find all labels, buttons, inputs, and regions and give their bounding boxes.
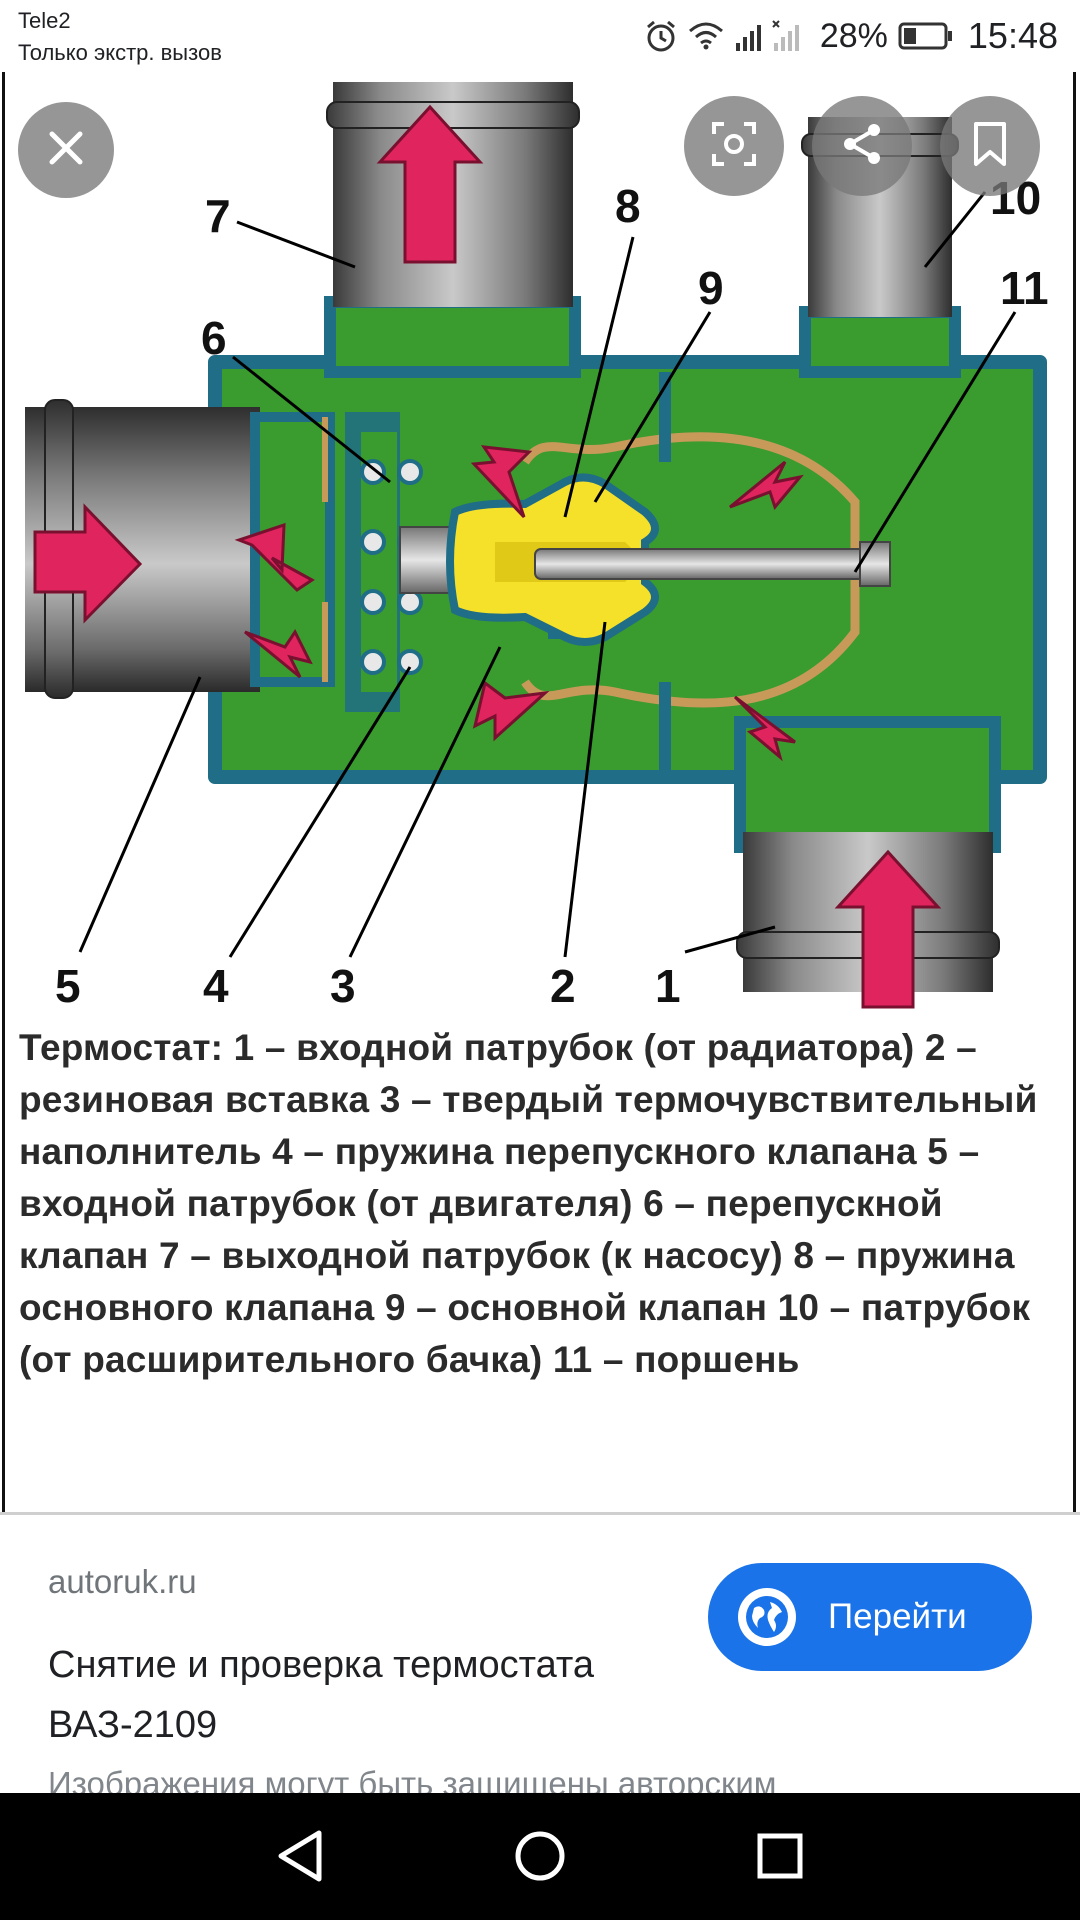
recents-square-icon bbox=[755, 1831, 805, 1886]
carrier-name: Tele2 bbox=[18, 8, 71, 33]
lens-button[interactable] bbox=[684, 96, 784, 196]
label-4: 4 bbox=[203, 960, 229, 1012]
result-title[interactable]: Снятие и проверка термостата ВАЗ-2109 bbox=[48, 1644, 595, 1746]
battery-icon bbox=[898, 21, 954, 51]
home-button[interactable] bbox=[505, 1823, 575, 1893]
thermostat-figure: 7 6 8 9 10 11 5 4 3 2 1 Термостат: 1 – в… bbox=[2, 72, 1076, 1512]
bookmark-button[interactable] bbox=[940, 96, 1040, 196]
recents-button[interactable] bbox=[745, 1823, 815, 1893]
system-nav-bar bbox=[0, 1793, 1080, 1920]
label-3: 3 bbox=[330, 960, 356, 1012]
image-caption: Термостат: 1 – входной патрубок (от ради… bbox=[19, 1027, 1038, 1380]
housing-right-neck bbox=[799, 306, 961, 378]
label-5: 5 bbox=[55, 960, 81, 1012]
label-1: 1 bbox=[655, 960, 681, 1012]
flow-arrows bbox=[33, 104, 942, 1009]
network-status: Только экстр. вызов bbox=[18, 40, 222, 65]
piston-11 bbox=[534, 548, 881, 580]
leader-lines bbox=[78, 191, 1017, 958]
share-icon bbox=[838, 120, 886, 173]
clock: 15:48 bbox=[967, 15, 1058, 56]
status-bar: Tele2 Только экстр. вызов 28% 15:48 bbox=[0, 0, 1080, 72]
result-info-panel: autoruk.ru Снятие и проверка термостата … bbox=[0, 1515, 1080, 1802]
source-domain[interactable]: autoruk.ru bbox=[48, 1563, 197, 1600]
visit-button[interactable]: Перейти bbox=[708, 1563, 1032, 1671]
housing-bottom-neck bbox=[734, 716, 1001, 853]
close-icon bbox=[46, 128, 86, 173]
signal-icon bbox=[734, 19, 810, 53]
back-triangle-icon bbox=[275, 1829, 325, 1888]
label-6: 6 bbox=[201, 312, 227, 364]
figure-divider bbox=[0, 1512, 1080, 1515]
battery-percent: 28% bbox=[819, 16, 888, 55]
visit-button-label: Перейти bbox=[828, 1597, 967, 1636]
close-button[interactable] bbox=[18, 102, 114, 198]
label-7: 7 bbox=[205, 190, 231, 242]
home-circle-icon bbox=[513, 1829, 567, 1888]
bookmark-icon bbox=[970, 120, 1010, 173]
label-2: 2 bbox=[550, 960, 576, 1012]
label-9: 9 bbox=[698, 262, 724, 314]
share-button[interactable] bbox=[812, 96, 912, 196]
alarm-icon bbox=[644, 19, 678, 53]
status-icons: 28% 15:48 bbox=[644, 12, 1058, 60]
housing-top-neck bbox=[324, 296, 581, 378]
lens-icon bbox=[710, 120, 758, 173]
image-viewer[interactable]: 7 6 8 9 10 11 5 4 3 2 1 Термостат: 1 – в… bbox=[0, 72, 1080, 1515]
label-11: 11 bbox=[1000, 262, 1049, 314]
wifi-icon bbox=[688, 21, 724, 51]
back-button[interactable] bbox=[265, 1823, 335, 1893]
label-8: 8 bbox=[615, 180, 641, 232]
thermostat-diagram: 7 6 8 9 10 11 5 4 3 2 1 bbox=[25, 82, 1049, 1012]
globe-icon bbox=[738, 1588, 796, 1646]
main-valve-9 bbox=[521, 432, 860, 708]
